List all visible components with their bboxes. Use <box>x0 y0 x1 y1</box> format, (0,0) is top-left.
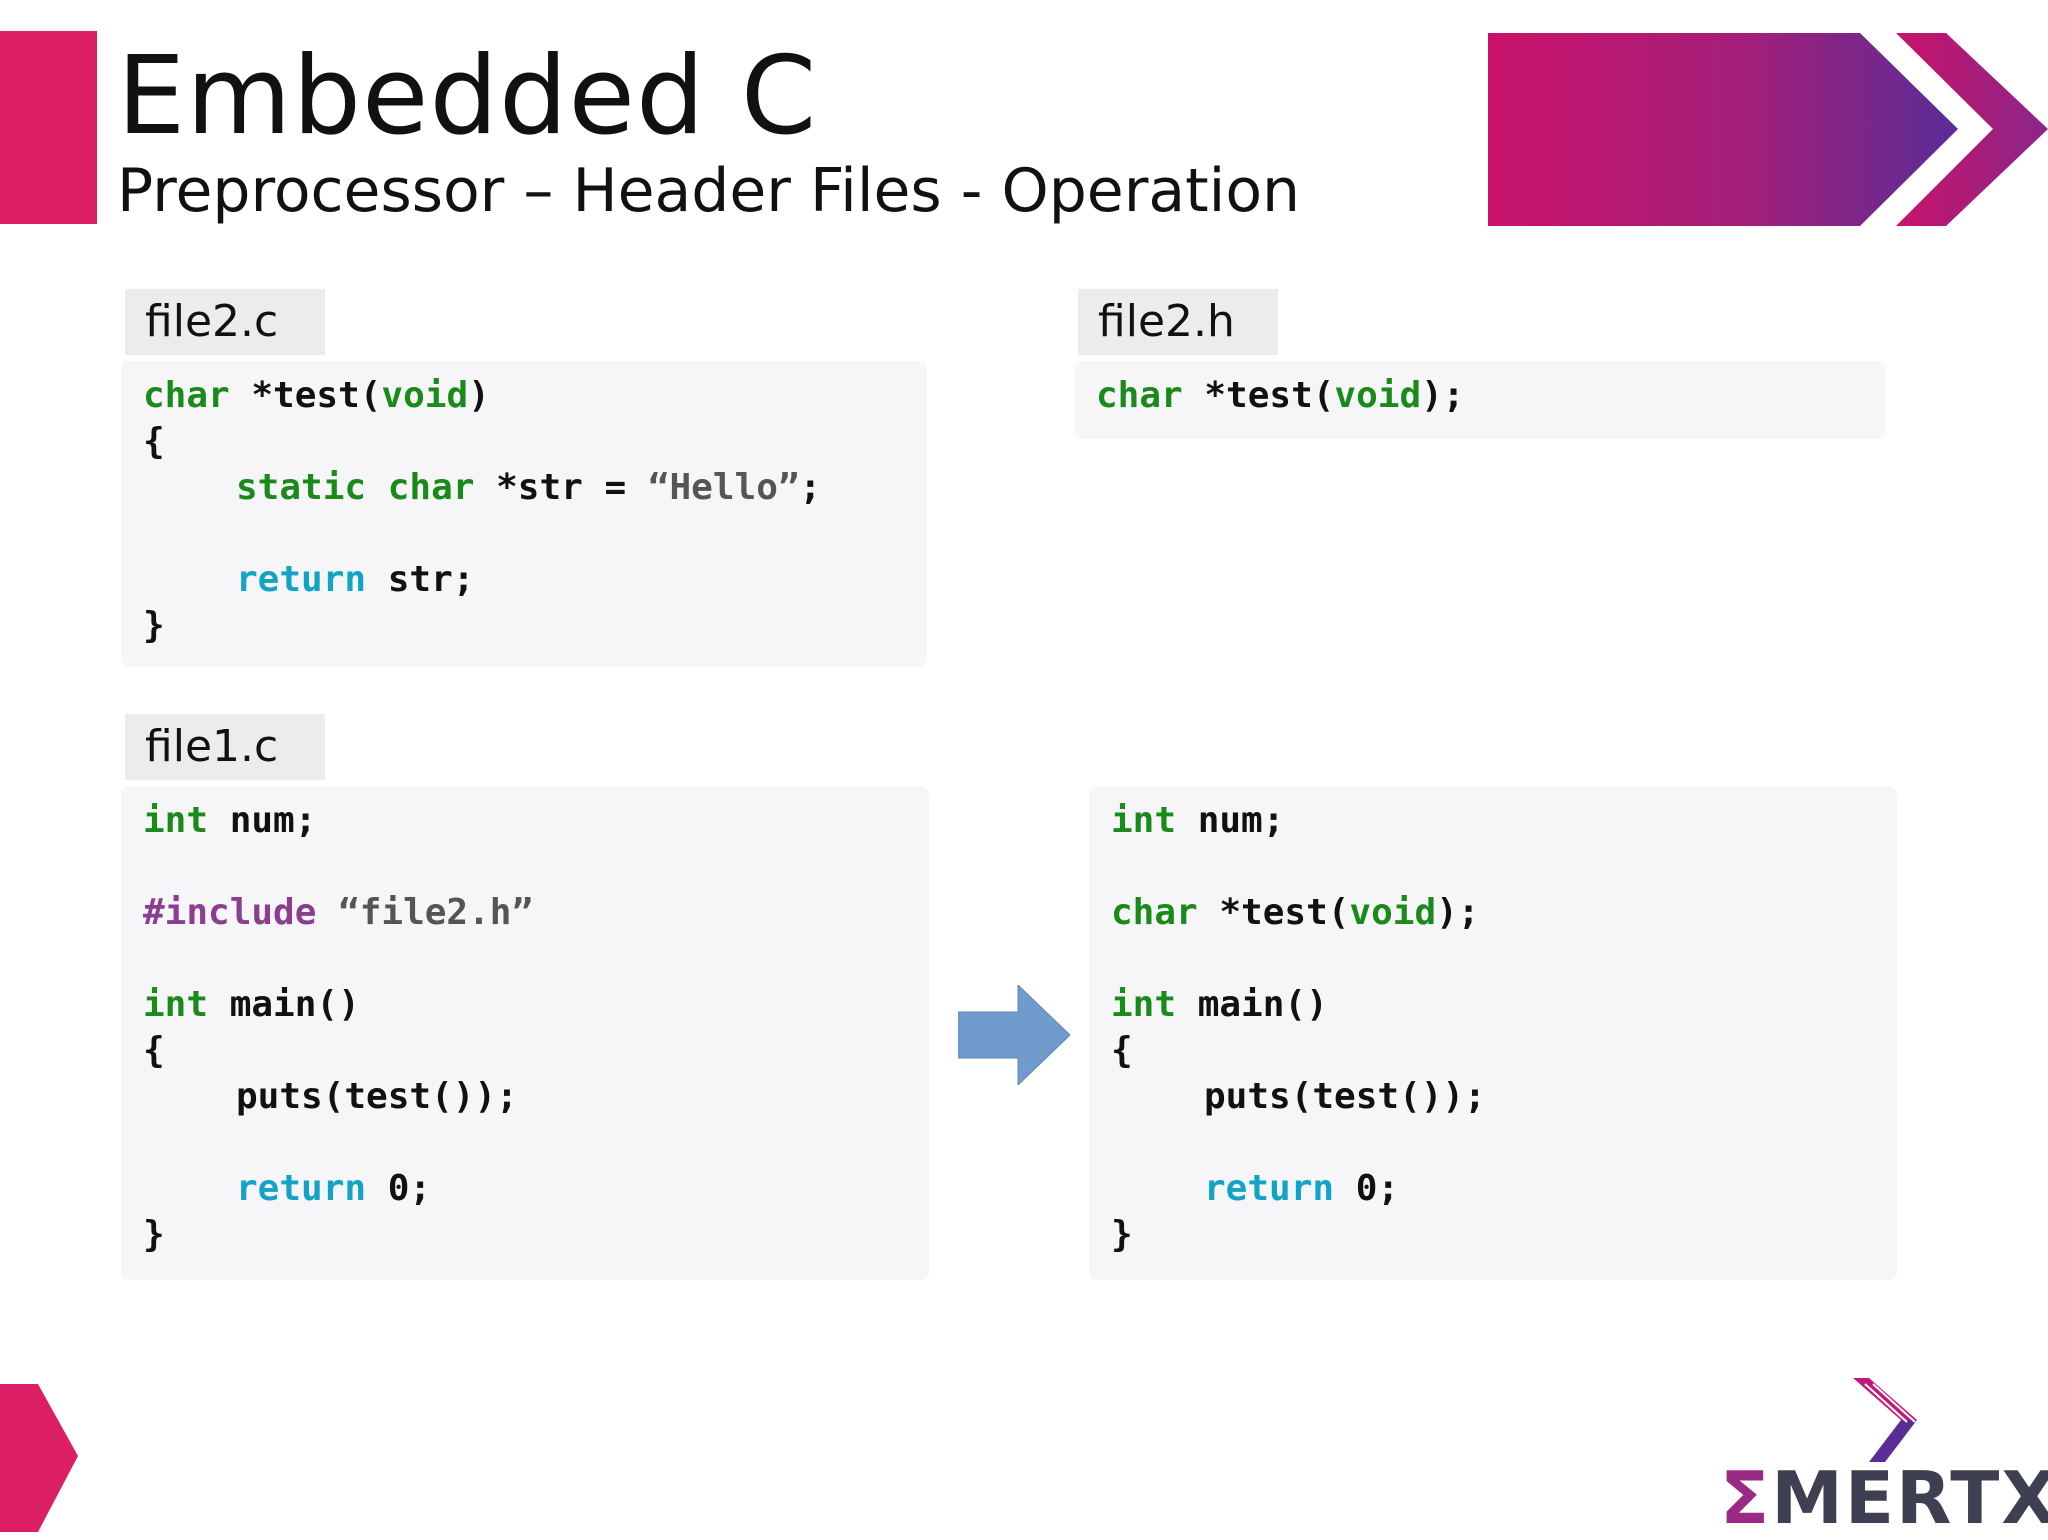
keyword: return <box>1204 1168 1335 1209</box>
code-line: { <box>143 419 165 465</box>
code-block-file2-c: char *test(void) { static char *str = “H… <box>121 361 927 667</box>
slide-subtitle: Preprocessor – Header Files - Operation <box>117 156 1301 226</box>
code-line: int main() <box>1111 982 1328 1028</box>
keyword: void <box>1334 375 1422 416</box>
code-text: { <box>1111 1030 1133 1071</box>
keyword: int <box>1111 800 1177 841</box>
tab-file2-c: file2.c <box>125 289 325 355</box>
keyword: int <box>1111 984 1177 1025</box>
code-line: return 0; <box>236 1166 431 1212</box>
code-line: puts(test()); <box>236 1074 518 1120</box>
code-text: ) <box>468 375 490 416</box>
code-text: } <box>143 1214 165 1255</box>
code-line: { <box>143 1028 165 1074</box>
keyword: char <box>1096 375 1183 416</box>
code-text: ); <box>1436 892 1480 933</box>
bottom-left-chevron-icon <box>0 1384 78 1532</box>
keyword: char <box>1111 892 1198 933</box>
code-line: char *test(void); <box>1111 890 1479 936</box>
code-line: int main() <box>143 982 360 1028</box>
string-literal: “Hello” <box>647 467 800 508</box>
left-accent-bar <box>0 31 97 224</box>
code-line: return 0; <box>1204 1166 1399 1212</box>
string-literal: “file2.h” <box>316 892 534 933</box>
code-text: *test( <box>1197 892 1350 933</box>
code-text: ); <box>1421 375 1465 416</box>
code-line: char *test(void) <box>143 373 490 419</box>
code-text: puts(test()); <box>1204 1076 1486 1117</box>
code-line: int num; <box>1111 798 1284 844</box>
code-block-file1-c: int num; #include “file2.h” int main() {… <box>121 786 929 1280</box>
code-text: *test( <box>229 375 382 416</box>
code-text: ; <box>799 467 822 508</box>
code-line: } <box>1111 1212 1133 1258</box>
code-line: #include “file2.h” <box>143 890 533 936</box>
code-text: str; <box>366 559 475 600</box>
keyword: char <box>143 375 230 416</box>
code-text: main() <box>1176 984 1328 1025</box>
code-line: int num; <box>143 798 316 844</box>
code-line: return str; <box>236 557 474 603</box>
code-text: num; <box>208 800 317 841</box>
code-block-file2-h: char *test(void); <box>1074 361 1886 439</box>
keyword: return <box>236 1168 367 1209</box>
keyword: int <box>143 984 209 1025</box>
logo-wordmark: MERTXE <box>1771 1456 2048 1540</box>
code-text: puts(test()); <box>236 1076 518 1117</box>
emertxe-logo-mark-icon <box>1853 1378 1917 1462</box>
code-line: char *test(void); <box>1096 373 1464 419</box>
keyword: int <box>143 800 209 841</box>
code-line: } <box>143 603 165 649</box>
emertxe-logo: ƩMERTXE <box>1720 1456 2048 1540</box>
code-text: *test( <box>1182 375 1335 416</box>
code-line: puts(test()); <box>1204 1074 1486 1120</box>
code-text: main() <box>208 984 360 1025</box>
keyword: char <box>387 467 475 508</box>
code-block-preprocessed-output: int num; char *test(void); int main() { … <box>1089 786 1897 1280</box>
code-text: 0; <box>1334 1168 1400 1209</box>
keyword: return <box>236 559 367 600</box>
slide-title: Embedded C <box>117 34 818 159</box>
code-text: { <box>143 1030 165 1071</box>
keyword: static <box>236 467 367 508</box>
code-text: } <box>143 605 165 646</box>
code-text: num; <box>1176 800 1285 841</box>
code-text: { <box>143 421 165 462</box>
tab-file2-h: file2.h <box>1078 289 1278 355</box>
preprocessor-directive: #include <box>143 892 317 933</box>
code-text: 0; <box>366 1168 432 1209</box>
code-text: } <box>1111 1214 1133 1255</box>
code-text: *str = <box>474 467 648 508</box>
keyword: void <box>1349 892 1437 933</box>
right-arrow-icon <box>958 985 1070 1085</box>
tab-file1-c: file1.c <box>125 714 325 780</box>
code-line: } <box>143 1212 165 1258</box>
code-text <box>366 467 388 508</box>
header-banner-chevron-icon <box>1488 33 2048 226</box>
keyword: void <box>381 375 469 416</box>
logo-sigma: Ʃ <box>1720 1456 1772 1540</box>
code-line: { <box>1111 1028 1133 1074</box>
code-line: static char *str = “Hello”; <box>236 465 821 511</box>
